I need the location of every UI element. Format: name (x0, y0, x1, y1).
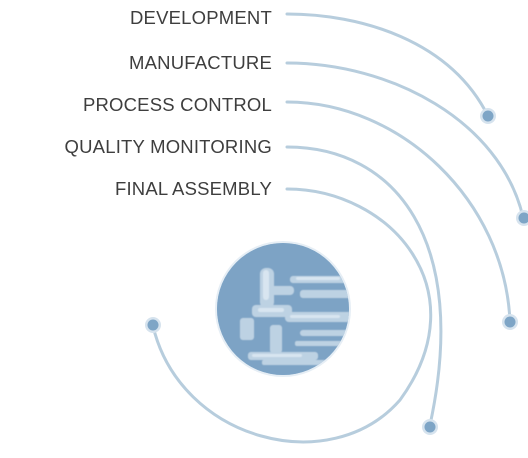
arc-development (285, 12, 490, 118)
center-circle (215, 241, 351, 377)
dot-process-control (502, 314, 518, 330)
label-development: DEVELOPMENT (129, 7, 272, 28)
arc-manufacture (285, 61, 525, 219)
label-quality-monitoring: QUALITY MONITORING (64, 136, 272, 157)
dot-quality-monitoring (422, 419, 438, 435)
dental-chair-icon (217, 243, 349, 375)
label-manufacture: MANUFACTURE (128, 52, 272, 73)
arc-quality-monitoring (285, 145, 443, 427)
arc-final-assembly (151, 187, 433, 444)
dot-manufacture (516, 210, 528, 226)
arc-process-control (285, 100, 512, 324)
dot-final-assembly (145, 317, 161, 333)
dot-development (480, 108, 496, 124)
label-process-control: PROCESS CONTROL (82, 94, 272, 115)
label-final-assembly: FINAL ASSEMBLY (114, 178, 272, 199)
